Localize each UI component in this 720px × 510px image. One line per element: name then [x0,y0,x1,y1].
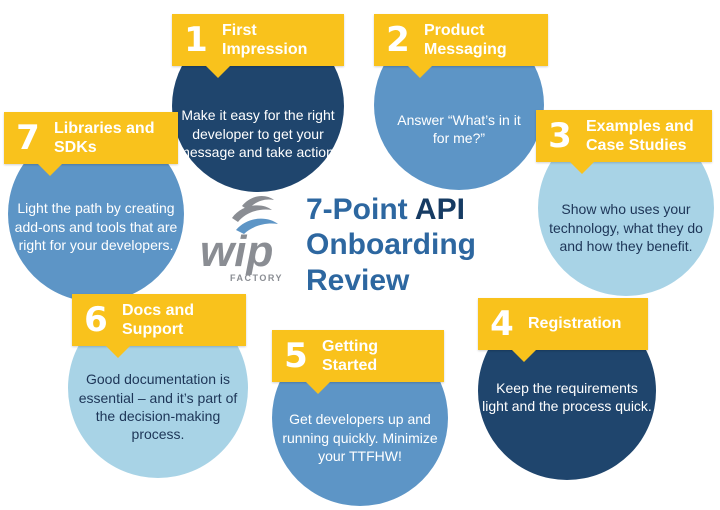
point-1-description: Make it easy for the right developer to … [178,107,338,161]
logo-wordmark: wip [200,227,273,276]
point-3-number: 3 [548,116,572,156]
point-2-description: Answer “What’s in it for me?” [397,111,521,146]
point-1-number: 1 [184,20,208,60]
point-3-description: Show who uses your technology, what they… [549,201,703,255]
center-title: 7-Point API Onboarding Review [306,192,476,298]
title-onboarding: Onboarding [306,228,476,262]
wip-factory-logo: wip FACTORY [200,196,283,283]
point-5-number: 5 [284,336,308,376]
point-5-description: Get developers up and running quickly. M… [282,411,438,465]
point-2-banner: 2 Product Messaging [374,14,548,78]
point-3-banner: 3 Examples and Case Studies [536,110,712,174]
point-6-number: 6 [84,300,108,340]
point-6-description: Good documentation is essential – and it… [78,371,238,443]
point-2-title: Product Messaging [424,21,507,58]
point-7-description: Light the path by creating add-ons and t… [14,200,178,254]
point-5-banner: 5 Getting Started [272,330,444,394]
point-4-description: Keep the requirements light and the proc… [482,379,652,414]
point-2-number: 2 [386,20,410,60]
point-7-banner: 7 Libraries and SDKs [4,112,178,176]
point-4-title: Registration [528,315,622,333]
point-5-title: Getting Started [322,337,378,374]
flame-swoosh-icon [232,196,278,234]
title-7-point: 7-Point [306,193,408,226]
point-7-title: Libraries and SDKs [54,119,155,156]
point-7-number: 7 [16,118,40,158]
point-3-title: Examples and Case Studies [586,117,694,154]
point-4-banner: 4 Registration [478,298,648,362]
point-4-number: 4 [490,304,514,344]
logo-subtext: FACTORY [230,273,283,283]
title-review: Review [306,263,410,297]
point-6-title: Docs and Support [122,301,195,338]
title-api: API [414,193,465,226]
point-6-banner: 6 Docs and Support [72,294,246,358]
point-1-title: First Impression [222,21,308,58]
point-1-banner: 1 First Impression [172,14,344,78]
